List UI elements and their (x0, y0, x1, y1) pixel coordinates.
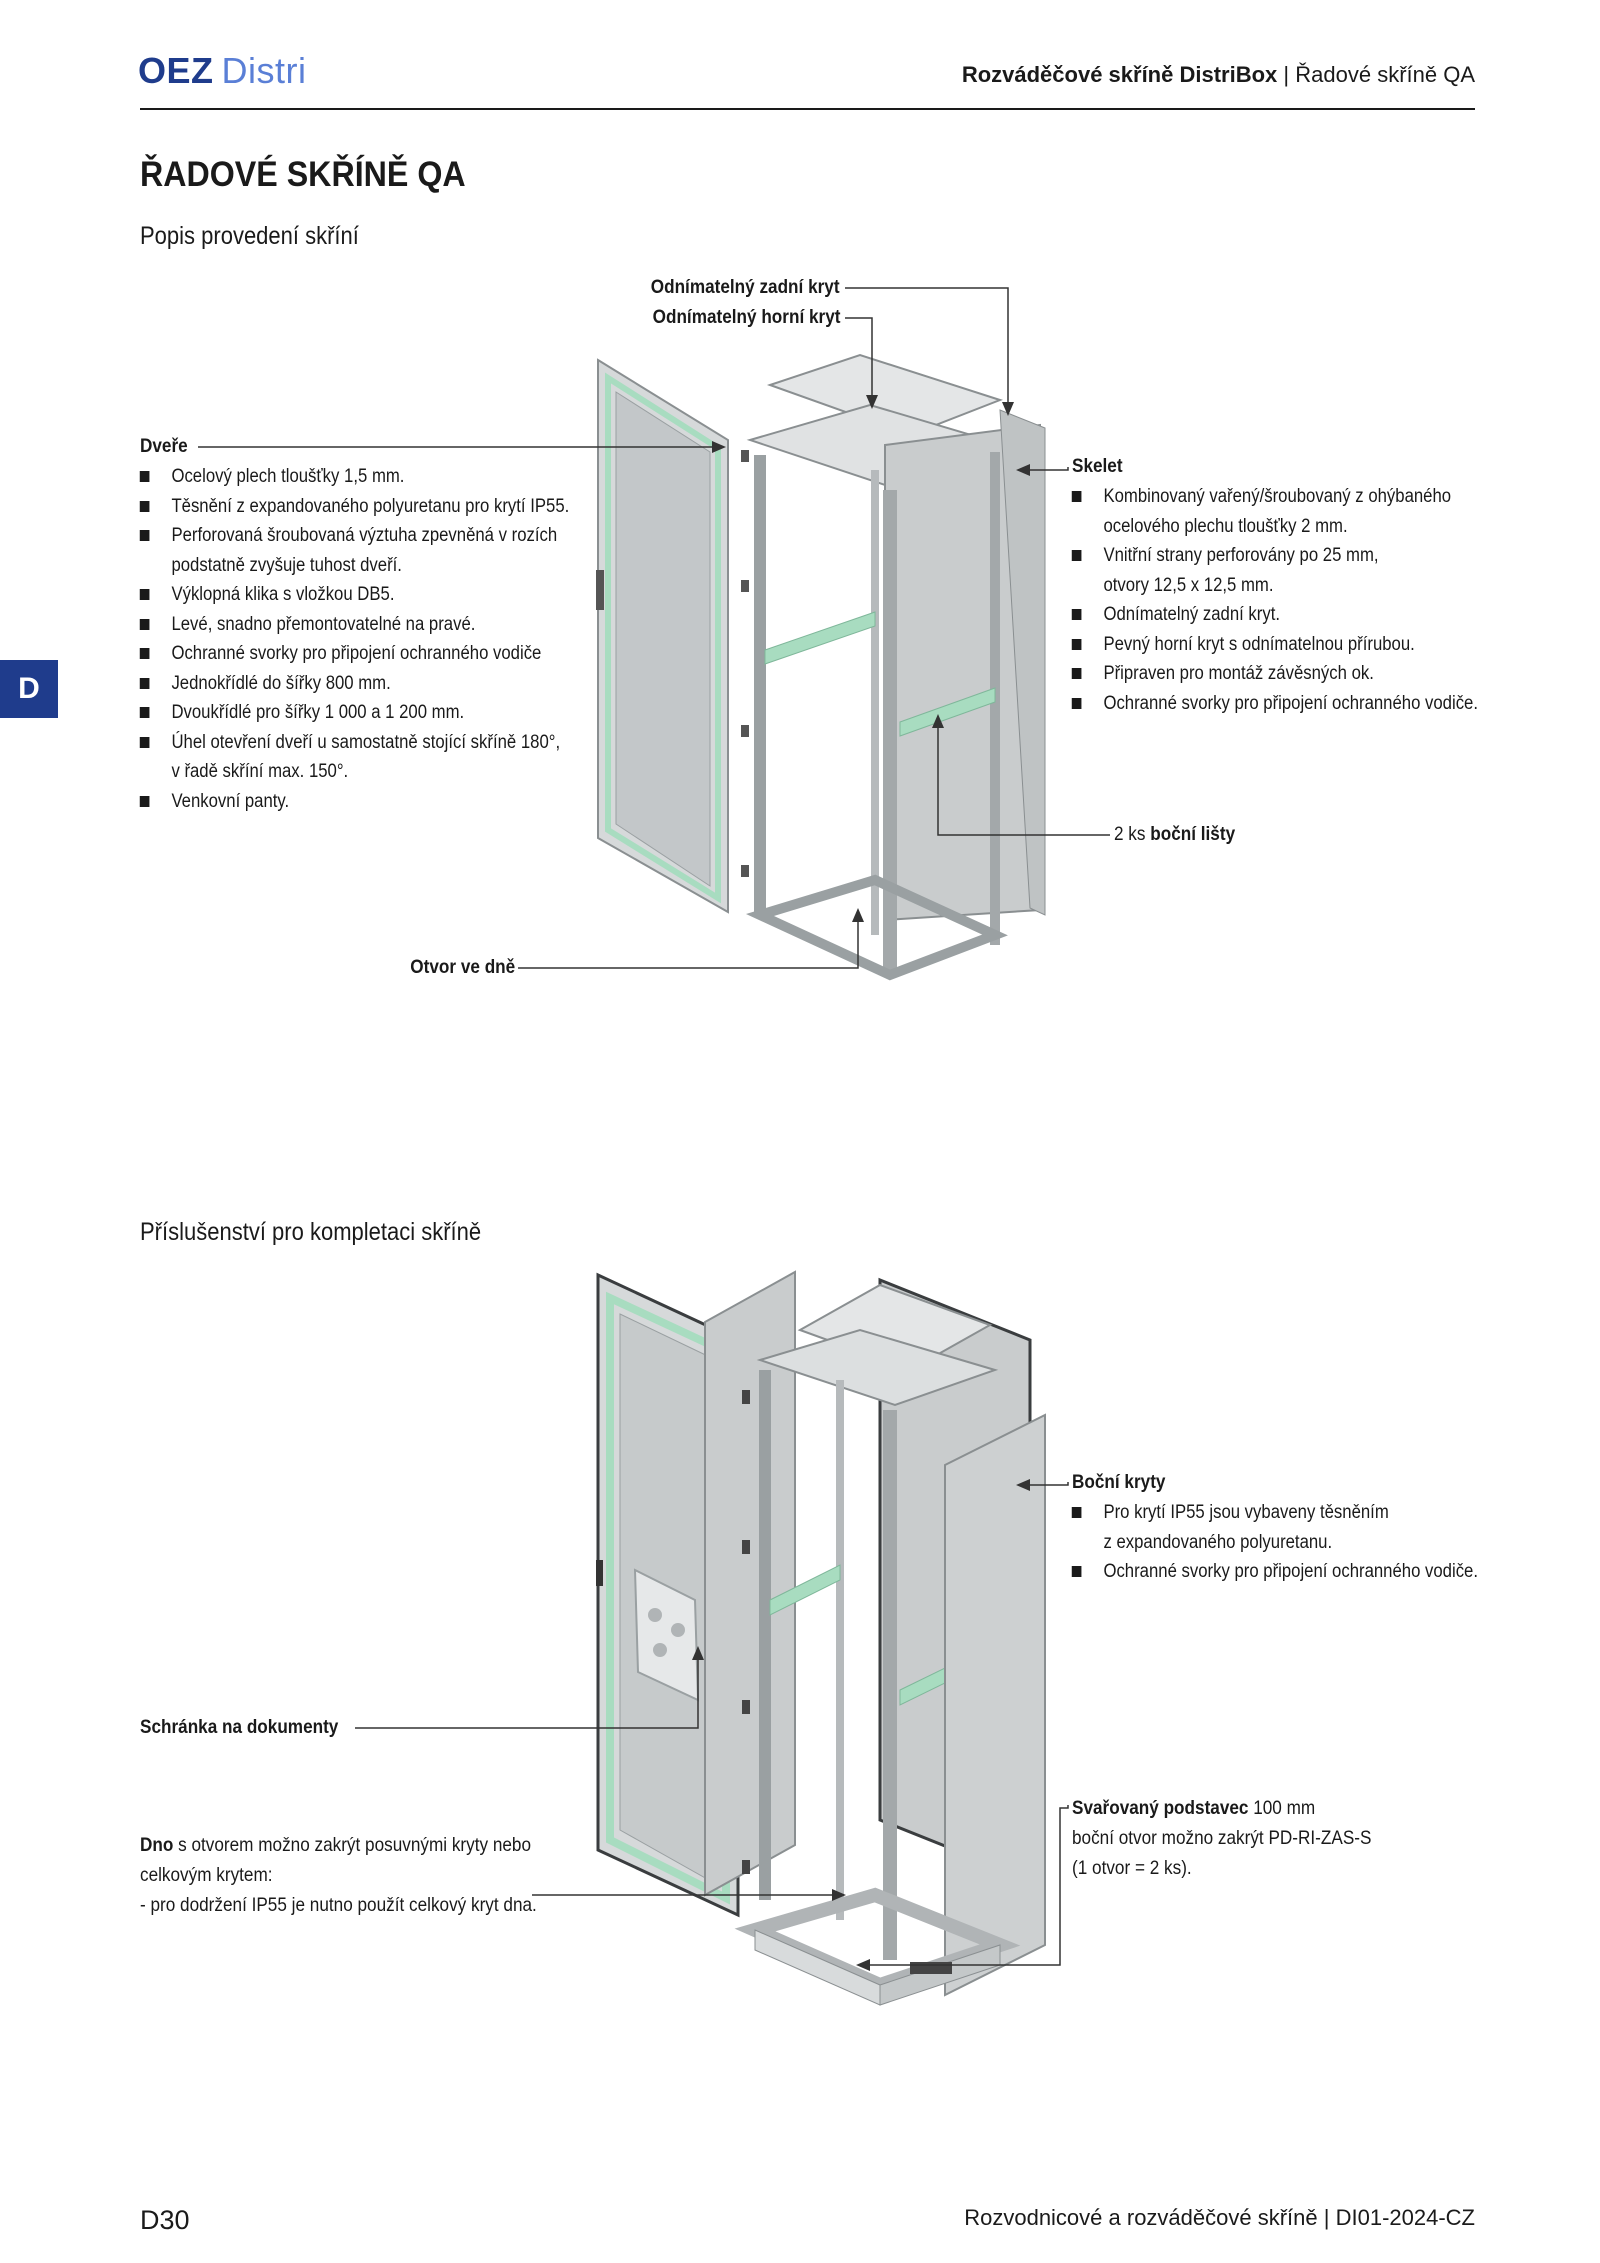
list-item: Ochranné svorky pro připojení ochranného… (138, 639, 569, 669)
list-item: Vnitřní strany perforovány po 25 mm, (1070, 541, 1478, 571)
list-item-cont: z expandovaného polyuretanu. (1103, 1531, 1333, 1553)
logo-oez: OEZ (138, 50, 214, 91)
leader-doc-pocket (355, 1650, 699, 1729)
list-item-cont: v řadě skříní max. 150°. (171, 761, 349, 782)
door-features-list: Ocelový plech tloušťky 1,5 mm. Těsnění z… (138, 462, 569, 816)
side-cover (944, 1413, 1046, 1997)
leader-side-covers (1020, 1482, 1069, 1486)
frame-top-2 (756, 1328, 999, 1407)
breadcrumb: Rozváděčové skříně DistriBox | Řadové sk… (962, 62, 1475, 88)
leader-top-cover (845, 317, 873, 405)
label-top-cover: Odnímatelný horní kryt (652, 306, 840, 328)
rear-panel-2 (704, 1270, 796, 1897)
list-item: Levé, snadno přemontovatelné na pravé. (138, 610, 569, 640)
list-item: Ochranné svorky pro připojení ochranného… (1070, 689, 1478, 719)
leader-frame (1020, 467, 1069, 471)
breadcrumb-separator: | (1283, 62, 1290, 87)
list-item: Kombinovaný vařený/šroubovaný z ohýbanéh… (1070, 482, 1478, 512)
label-doc-pocket: Schránka na dokumenty (140, 1716, 339, 1738)
frame-title: Skelet (1072, 455, 1123, 477)
list-item: Dvoukřídlé pro šířky 1 000 a 1 200 mm. (138, 698, 569, 728)
leader-rear-cover (845, 287, 1009, 412)
list-item: Ocelový plech tloušťky 1,5 mm. (138, 462, 569, 492)
page-number: D30 (140, 2205, 190, 2235)
breadcrumb-sub: Řadové skříně QA (1295, 62, 1475, 87)
breadcrumb-main: Rozváděčové skříně DistriBox (961, 62, 1278, 87)
list-item: Venkovní panty. (138, 787, 569, 817)
leader-bottom-opening (518, 912, 859, 969)
list-item: Připraven pro montáž závěsných ok. (1070, 659, 1478, 689)
label-side-rails: 2 ks boční lišty (1114, 823, 1236, 845)
list-item-cont: otvory 12,5 x 12,5 mm. (1103, 574, 1274, 596)
footer-doc: Rozvodnicové a rozváděčové skříně | DI01… (964, 2205, 1475, 2230)
list-item: Výklopná klika s vložkou DB5. (138, 580, 569, 610)
side-rail-1 (764, 611, 876, 665)
section2-heading: Příslušenství pro kompletaci skříně (140, 1218, 482, 1246)
section-tab: D (0, 660, 58, 718)
side-rail-3 (769, 1564, 841, 1616)
door-title: Dveře (140, 435, 188, 457)
list-item: Odnímatelný zadní kryt. (1070, 600, 1478, 630)
side-covers-list: Pro krytí IP55 jsou vybaveny těsněním z … (1070, 1498, 1478, 1587)
list-item-cont: ocelového plechu tloušťky 2 mm. (1103, 515, 1348, 537)
bottom-description: Dno s otvorem možno zakrýt posuvnými kry… (140, 1834, 537, 1916)
door-handle (596, 570, 604, 610)
list-item: Perforovaná šroubovaná výztuha zpevněná … (138, 521, 569, 551)
header-divider (140, 108, 1475, 110)
list-item: Ochranné svorky pro připojení ochranného… (1070, 1557, 1478, 1587)
list-item: Úhel otevření dveří u samostatně stojící… (138, 728, 569, 758)
leader-plinth (860, 1805, 1069, 1966)
list-item: Pevný horní kryt s odnímatelnou přírubou… (1070, 630, 1478, 660)
section1-heading: Popis provedení skříní (140, 222, 359, 250)
logo-distri: Distri (221, 50, 307, 91)
plinth-description: Svařovaný podstavec 100 mm boční otvor m… (1072, 1797, 1372, 1879)
list-item: Těsnění z expandovaného polyuretanu pro … (138, 492, 569, 522)
list-item-cont: podstatně zvyšuje tuhost dveří. (171, 554, 402, 576)
leader-side-rails (937, 718, 1110, 836)
list-item: Jednokřídlé do šířky 800 mm. (138, 669, 569, 699)
side-covers-title: Boční kryty (1072, 1471, 1166, 1493)
label-bottom-opening: Otvor ve dně (410, 956, 515, 978)
frame-features-list: Kombinovaný vařený/šroubovaný z ohýbanéh… (1070, 482, 1478, 718)
label-rear-cover: Odnímatelný zadní kryt (651, 276, 840, 298)
list-item: Pro krytí IP55 jsou vybaveny těsněním (1070, 1498, 1478, 1528)
side-rail-2 (899, 687, 996, 737)
page-title: ŘADOVÉ SKŘÍNĚ QA (140, 155, 466, 194)
